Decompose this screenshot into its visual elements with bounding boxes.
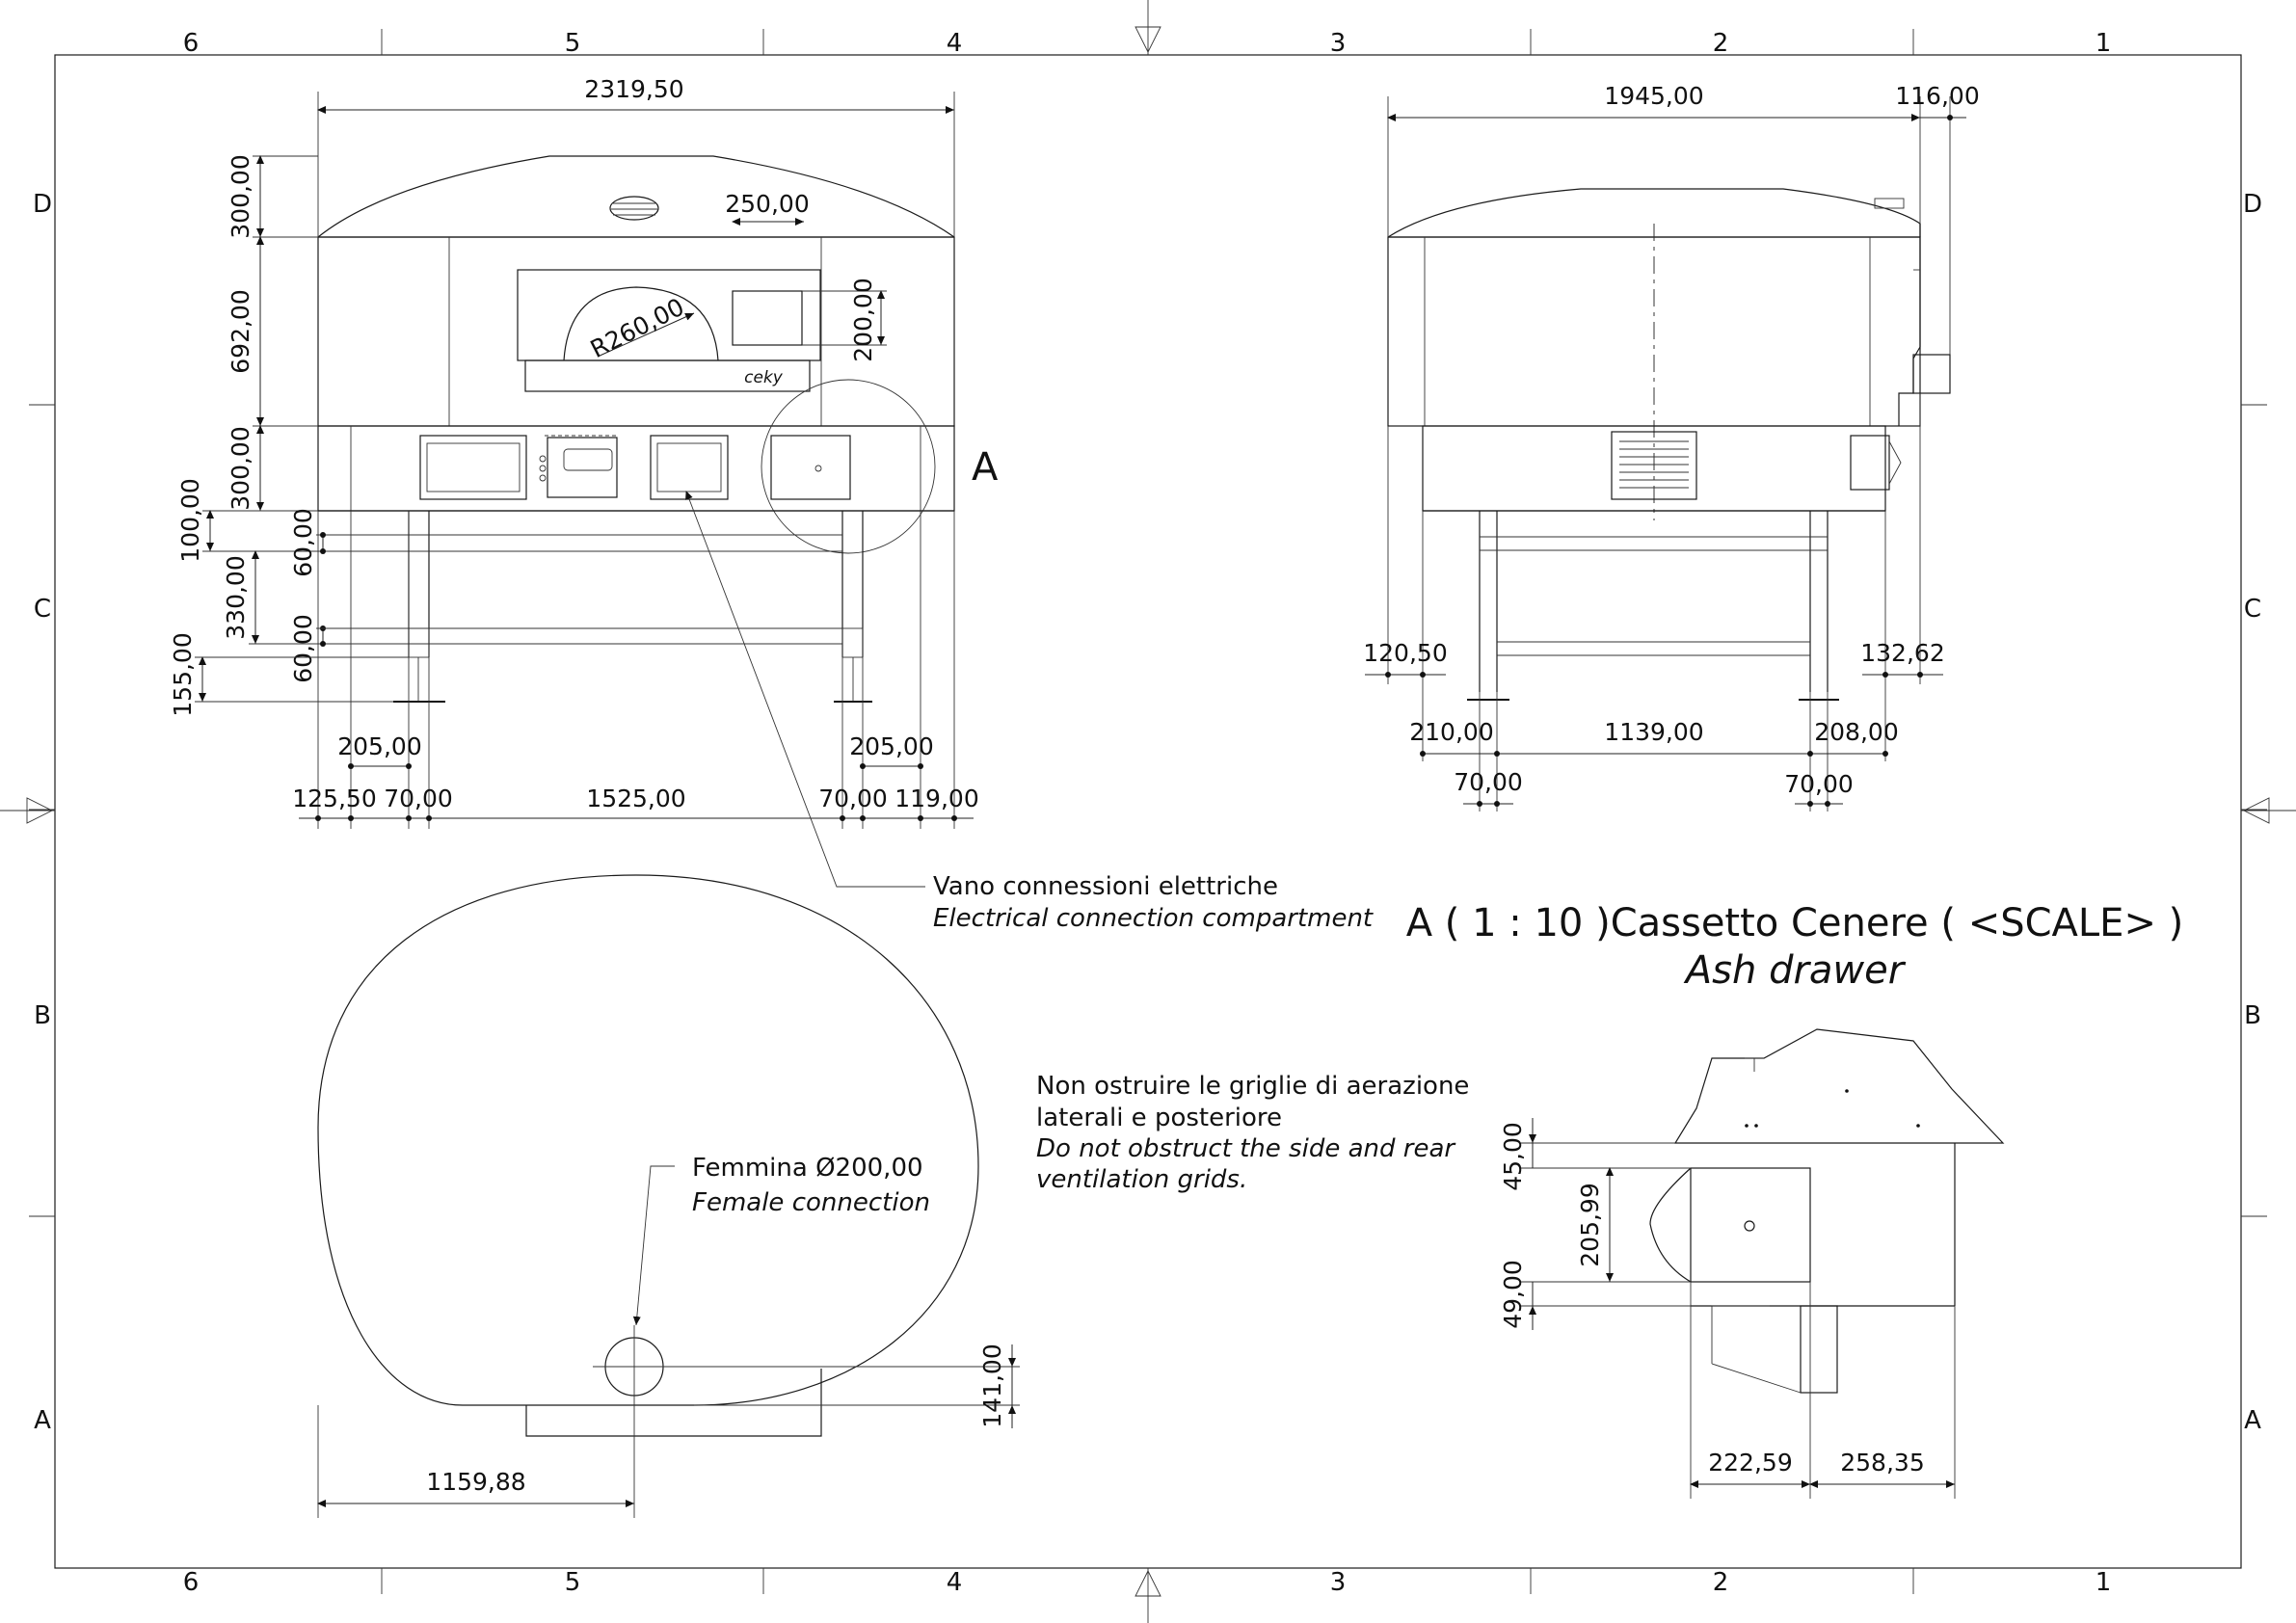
dim-side-leg-span: 1139,00 (1604, 718, 1703, 746)
side-view: 1945,00 116,00 120,50 132,62 210,00 1139… (1363, 82, 1980, 812)
dim-detail-housing-depth: 258,35 (1840, 1449, 1924, 1477)
flue-label-it: Femmina Ø200,00 (692, 1154, 923, 1183)
dim-side-leg-left-offset: 210,00 (1409, 718, 1493, 746)
dim-depth: 1945,00 (1604, 82, 1703, 110)
dim-side-leg-right-offset: 208,00 (1814, 718, 1898, 746)
dim-100: 100,00 (176, 478, 204, 562)
column-label: 4 (947, 1568, 963, 1597)
dim-rear-projection: 116,00 (1895, 82, 1979, 110)
electrical-label-en: Electrical connection compartment (933, 904, 1374, 933)
dim-detail-drawer-height: 205,99 (1576, 1183, 1604, 1266)
plan-view: Femmina Ø200,00 Female connection 1159,8… (317, 874, 1020, 1518)
dim-vent-height: 200,00 (849, 278, 877, 361)
dim-155: 155,00 (169, 632, 197, 716)
dim-vent-width: 250,00 (725, 190, 809, 218)
row-label: A (2244, 1406, 2261, 1435)
column-label: 2 (1713, 29, 1729, 58)
dim-body-height: 692,00 (227, 289, 254, 373)
dim-flue-height: 141,00 (978, 1344, 1006, 1427)
dim-right-margin: 119,00 (894, 785, 978, 812)
flue-label-en: Female connection (692, 1188, 930, 1217)
column-label: 1 (2096, 1568, 2112, 1597)
column-label: 6 (183, 1568, 200, 1597)
dim-leg-right-width: 70,00 (818, 785, 888, 812)
dim-base-height: 300,00 (227, 426, 254, 510)
column-label: 5 (565, 1568, 581, 1597)
dim-side-leg-left-width: 70,00 (1454, 768, 1523, 796)
dim-detail-top-gap: 45,00 (1499, 1122, 1527, 1191)
dim-mouth-radius: R260,00 (586, 293, 689, 363)
detail-title: A ( 1 : 10 )Cassetto Cenere ( <SCALE> ) (1406, 901, 2184, 945)
column-label: 3 (1330, 29, 1347, 58)
column-label: 2 (1713, 1568, 1729, 1597)
dim-leg-left-offset: 205,00 (337, 732, 421, 760)
detail-marker-label: A (972, 445, 999, 490)
dim-side-left-offset: 120,50 (1363, 639, 1447, 667)
vent-note-it-line2: laterali e posteriore (1036, 1104, 1282, 1132)
row-label: C (34, 595, 51, 624)
dim-left-margin: 125,50 (292, 785, 376, 812)
ventilation-note: Non ostruire le griglie di aerazione lat… (1036, 1072, 1469, 1194)
vent-note-en-line1: Do not obstruct the side and rear (1036, 1134, 1456, 1163)
vent-note-en-line2: ventilation grids. (1036, 1165, 1247, 1194)
row-label: C (2244, 595, 2261, 624)
column-label: 4 (947, 29, 963, 58)
dim-60-top: 60,00 (289, 508, 317, 577)
dim-side-right-offset: 132,62 (1860, 639, 1944, 667)
row-label: D (2243, 190, 2262, 219)
dim-overall-width: 2319,50 (584, 75, 683, 103)
column-label: 6 (183, 29, 200, 58)
dim-leg-left-width: 70,00 (384, 785, 453, 812)
electrical-callout: Vano connessioni elettriche Electrical c… (685, 491, 1374, 933)
column-label: 1 (2096, 29, 2112, 58)
dim-330: 330,00 (222, 555, 250, 639)
dim-leg-span: 1525,00 (586, 785, 685, 812)
dim-flue-offset: 1159,88 (426, 1468, 525, 1496)
row-label: D (33, 190, 52, 219)
dim-detail-drawer-depth: 222,59 (1708, 1449, 1792, 1477)
dim-leg-right-offset: 205,00 (849, 732, 933, 760)
vent-note-it-line1: Non ostruire le griglie di aerazione (1036, 1072, 1469, 1101)
dim-side-leg-right-width: 70,00 (1784, 770, 1854, 798)
column-label: 3 (1330, 1568, 1347, 1597)
dim-detail-bottom-gap: 49,00 (1499, 1260, 1527, 1329)
dim-60-bottom: 60,00 (289, 614, 317, 683)
detail-a: A ( 1 : 10 )Cassetto Cenere ( <SCALE> ) … (1406, 901, 2184, 1499)
electrical-label-it: Vano connessioni elettriche (933, 872, 1278, 901)
dim-dome-height: 300,00 (227, 154, 254, 238)
row-label: A (34, 1406, 51, 1435)
front-view: ceky A (169, 75, 999, 829)
oven-logo: ceky (744, 368, 784, 387)
row-label: B (34, 1001, 51, 1030)
column-label: 5 (565, 29, 581, 58)
detail-subtitle: Ash drawer (1683, 948, 1907, 993)
row-label: B (2244, 1001, 2261, 1030)
